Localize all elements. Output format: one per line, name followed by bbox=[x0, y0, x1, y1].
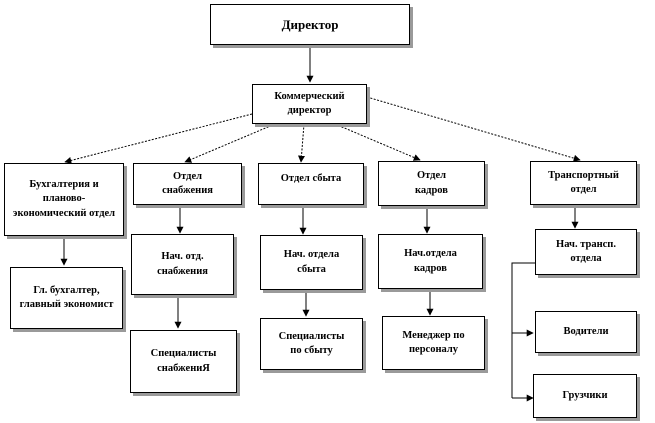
director-label: Директор bbox=[281, 16, 339, 32]
loaders-label: Грузчики bbox=[562, 389, 608, 401]
hr-manager-box: Менеджер по персоналу bbox=[382, 316, 485, 370]
accounting-dept-label: Бухгалтерия и планово-экономический отде… bbox=[12, 179, 116, 219]
transport-dept-box: Транспортный отдел bbox=[530, 161, 637, 205]
hr-manager-label: Менеджер по персоналу bbox=[402, 329, 465, 355]
supply-specialists-label: Специалисты снабжениЯ bbox=[150, 348, 217, 374]
sales-dept-box: Отдел сбыта bbox=[258, 163, 364, 205]
chief-accountant-box: Гл. бухгалтер, главный экономист bbox=[10, 267, 123, 329]
connector-commercial-supply bbox=[184, 123, 276, 163]
supply-head-box: Нач. отд. снабжения bbox=[131, 234, 234, 295]
connector-commercial-sales bbox=[298, 123, 305, 163]
supply-dept-label: Отдел снабжения bbox=[162, 170, 213, 196]
hr-dept-box: Отдел кадров bbox=[378, 161, 485, 206]
transport-head-label: Нач. трансп. отдела bbox=[556, 238, 616, 264]
loaders-box: Грузчики bbox=[533, 374, 637, 418]
director-box: Директор bbox=[210, 4, 410, 45]
hr-dept-label: Отдел кадров bbox=[415, 170, 448, 196]
connector-commercial-hr bbox=[334, 123, 421, 161]
supply-specialists-box: Специалисты снабжениЯ bbox=[130, 330, 237, 393]
connector-commercial-transport bbox=[366, 96, 581, 162]
sales-specialists-box: Специалисты по сбыту bbox=[260, 318, 363, 370]
commercial-director-box: Коммерческий директор bbox=[252, 84, 367, 124]
supply-dept-box: Отдел снабжения bbox=[133, 163, 242, 205]
transport-dept-label: Транспортный отдел bbox=[548, 169, 619, 195]
connector-transport-bracket bbox=[511, 262, 535, 398]
transport-head-box: Нач. трансп. отдела bbox=[535, 229, 637, 275]
sales-specialists-label: Специалисты по сбыту bbox=[278, 330, 345, 356]
drivers-box: Водители bbox=[535, 311, 637, 353]
accounting-dept-box: Бухгалтерия и планово-экономический отде… bbox=[4, 163, 124, 236]
connector-commercial-accounting bbox=[64, 113, 253, 164]
hr-head-label: Нач.отдела кадров bbox=[404, 248, 457, 274]
sales-head-label: Нач. отдела сбыта bbox=[283, 249, 340, 275]
supply-head-label: Нач. отд. снабжения bbox=[157, 251, 208, 277]
commercial-director-label: Коммерческий директор bbox=[274, 90, 345, 116]
hr-head-box: Нач.отдела кадров bbox=[378, 234, 483, 289]
sales-dept-label: Отдел сбыта bbox=[280, 173, 342, 184]
drivers-label: Водители bbox=[563, 325, 609, 337]
chief-accountant-label: Гл. бухгалтер, главный экономист bbox=[19, 284, 114, 310]
sales-head-box: Нач. отдела сбыта bbox=[260, 235, 363, 290]
